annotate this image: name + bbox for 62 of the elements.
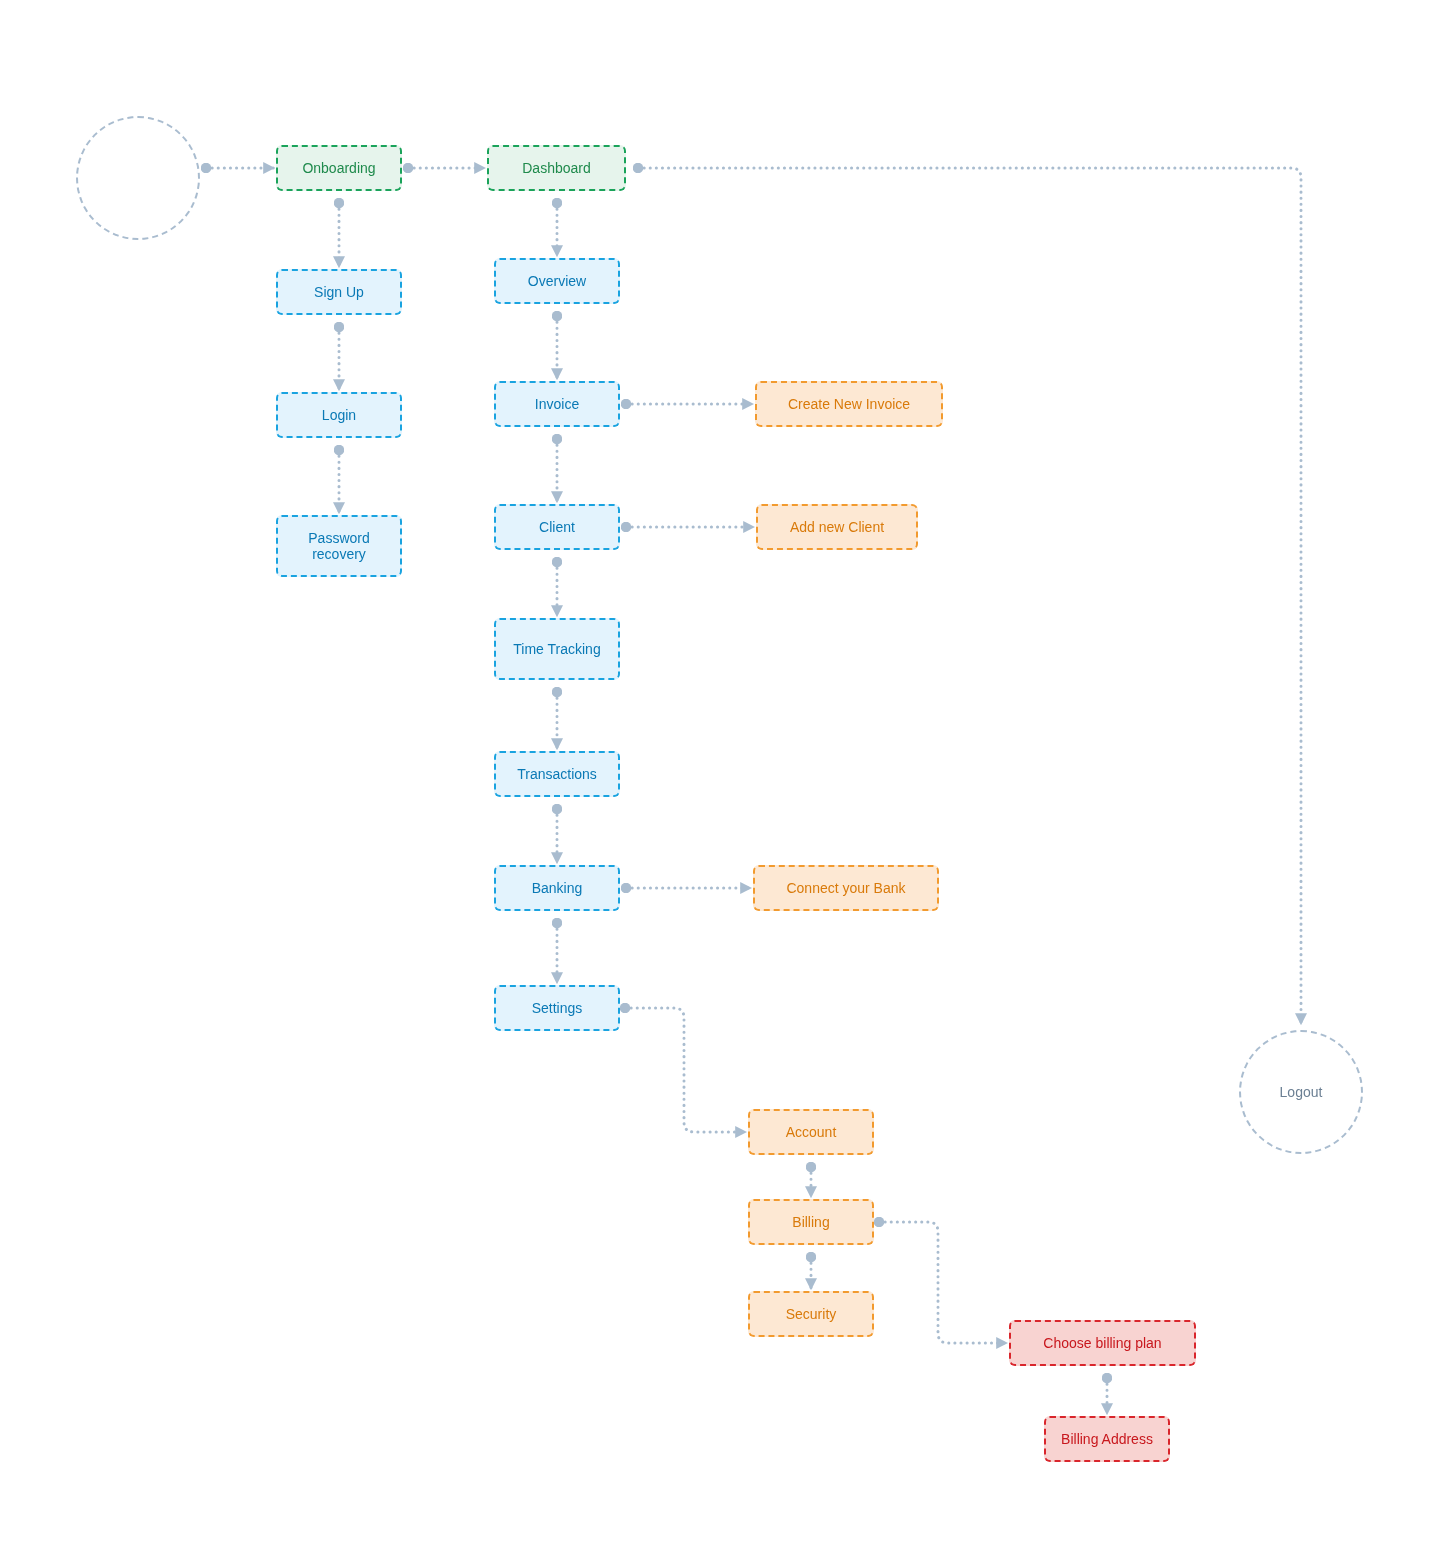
page-box <box>494 865 620 911</box>
node-label: Time Tracking <box>513 641 601 657</box>
dotted-arrow <box>551 917 563 985</box>
dotted-arrow <box>551 197 563 258</box>
node-label: Dashboard <box>522 160 591 176</box>
node-label: Invoice <box>534 396 580 412</box>
subpage-box <box>755 381 943 427</box>
dotted-arrow <box>333 197 345 269</box>
subpage-box <box>748 1291 874 1337</box>
page-box <box>494 381 620 427</box>
node-label: Client <box>539 519 575 535</box>
node-label: Login <box>321 407 357 423</box>
node-label: Settings <box>531 1000 583 1016</box>
dotted-arrow <box>333 444 345 515</box>
dotted-arrow <box>551 556 563 618</box>
dotted-arrow <box>805 1161 817 1199</box>
page-box <box>276 269 402 315</box>
page-box <box>494 618 620 680</box>
node-label: Connect your Bank <box>786 880 906 896</box>
dotted-arrow <box>200 162 276 174</box>
node-label: Transactions <box>517 766 597 782</box>
dotted-arrow <box>873 1216 1009 1349</box>
page-box <box>487 145 626 191</box>
page-box <box>494 751 620 797</box>
node-label: Security <box>785 1306 837 1322</box>
dotted-arrow <box>632 162 1307 1026</box>
subpage-box <box>748 1199 874 1245</box>
node-label: Password recovery <box>307 530 371 562</box>
page-box <box>276 392 402 438</box>
dotted-arrow <box>551 310 563 381</box>
node-label: Onboarding <box>302 160 376 176</box>
dotted-arrow <box>619 1002 748 1138</box>
node-label: Create New Invoice <box>787 396 911 412</box>
subpage-box <box>748 1109 874 1155</box>
dotted-arrow <box>333 321 345 392</box>
dotted-arrow <box>551 686 563 751</box>
page-box <box>494 504 620 550</box>
dotted-arrow <box>551 433 563 504</box>
page-box <box>494 258 620 304</box>
dotted-arrow <box>620 882 753 894</box>
dotted-arrow <box>402 162 487 174</box>
dotted-arrow <box>620 398 755 410</box>
subpage-box <box>753 865 939 911</box>
page-box <box>276 515 402 577</box>
page-box <box>276 145 402 191</box>
node-label: Billing <box>792 1214 830 1230</box>
subpage-box <box>1044 1416 1170 1462</box>
dotted-arrow <box>1101 1372 1113 1416</box>
dotted-arrow <box>805 1251 817 1291</box>
dotted-arrow <box>551 803 563 865</box>
node-label: Sign Up <box>314 284 364 300</box>
node-label: Add new Client <box>789 519 885 535</box>
subpage-box <box>1009 1320 1196 1366</box>
subpage-box <box>756 504 918 550</box>
node-label: Banking <box>531 880 583 896</box>
node-label: Choose billing plan <box>1043 1335 1162 1351</box>
node-label: Logout <box>1279 1084 1323 1100</box>
node-label: Billing Address <box>1061 1431 1153 1447</box>
node-label: Account <box>785 1124 837 1140</box>
dotted-arrow <box>620 521 756 533</box>
page-box <box>494 985 620 1031</box>
node-label: Overview <box>527 273 587 289</box>
